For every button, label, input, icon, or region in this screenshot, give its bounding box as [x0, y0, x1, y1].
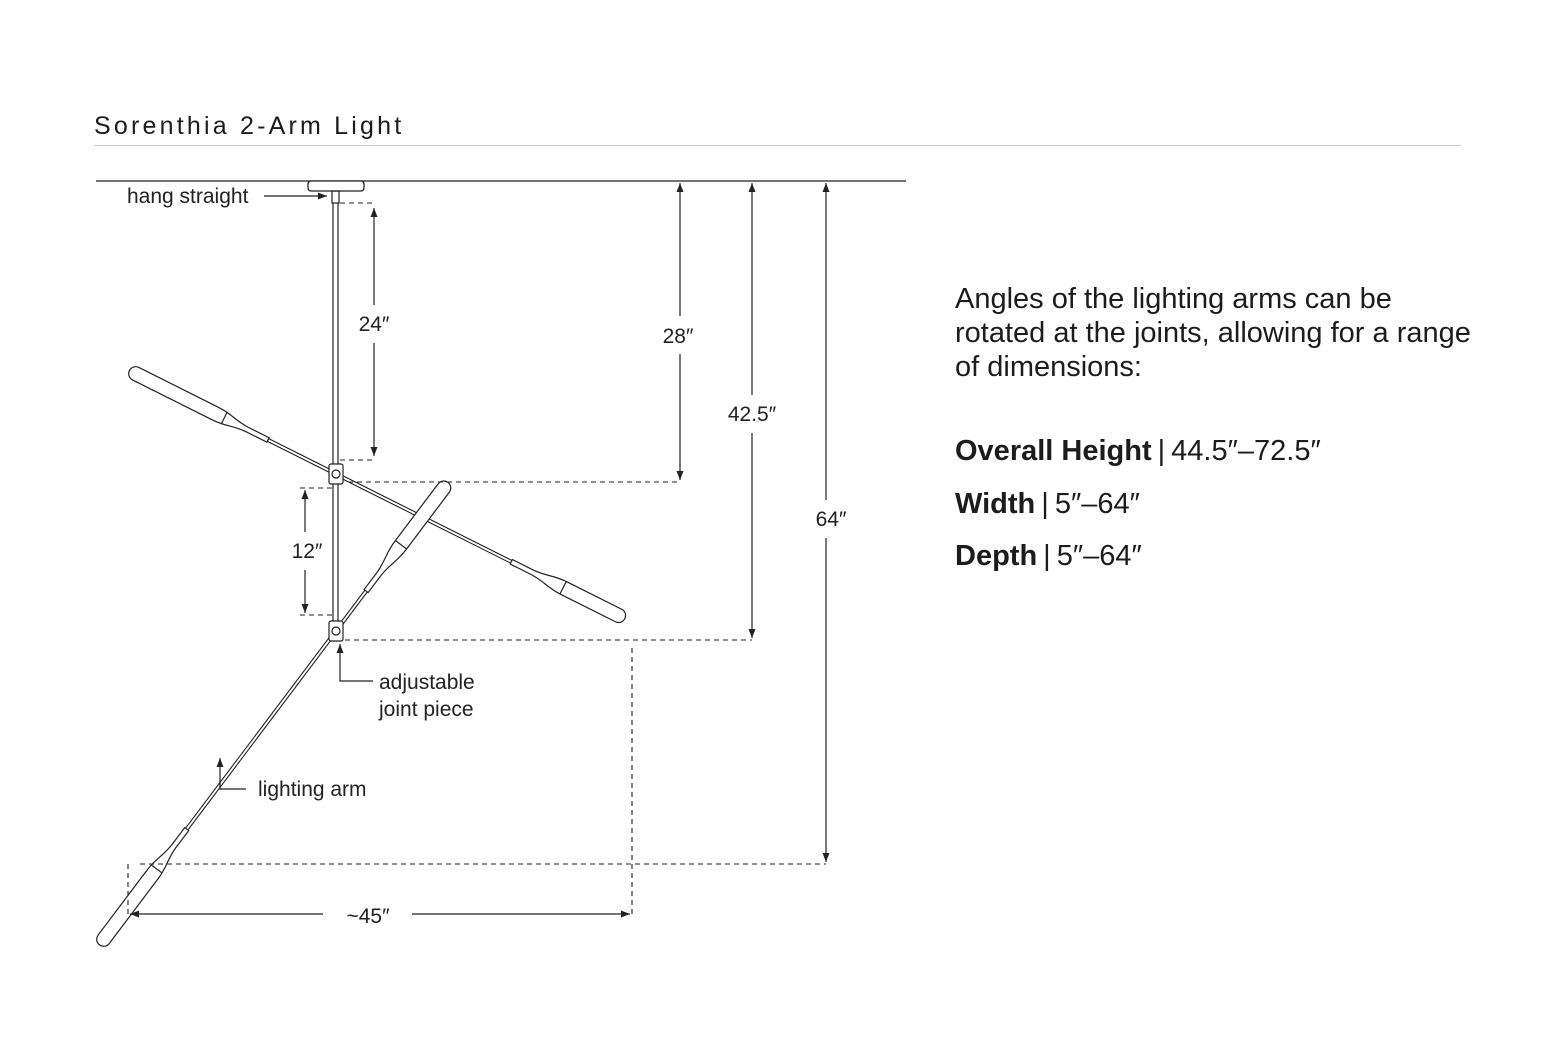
callout-joint-line1: adjustable	[379, 671, 475, 694]
spec-value: 5″–64″	[1056, 540, 1142, 572]
page-title: Sorenthia 2-Arm Light	[94, 112, 405, 140]
spec-depth: Depth|5″–64″	[955, 540, 1142, 573]
spec-separator: |	[1157, 435, 1166, 467]
dimension-24: 24″	[359, 313, 390, 336]
spec-separator: |	[1041, 488, 1049, 520]
dimension-lines	[130, 183, 830, 918]
callout-lighting-arm: lighting arm	[258, 778, 367, 801]
callout-leaders	[216, 192, 373, 790]
dimension-28: 28″	[663, 325, 694, 348]
ceiling-canopy	[307, 180, 365, 192]
callout-hang-straight: hang straight	[127, 185, 249, 208]
spec-separator: |	[1043, 540, 1051, 572]
spec-label: Depth	[955, 540, 1038, 572]
stem	[331, 190, 340, 622]
dimensions-description: Angles of the lighting arms can be rotat…	[955, 283, 1471, 383]
callout-joint-line2: joint piece	[378, 698, 474, 721]
spec-width: Width|5″–64″	[955, 488, 1140, 521]
lower-joint	[328, 620, 344, 642]
upper-lighting-arm	[128, 366, 627, 624]
spec-overall-height: Overall Height|44.5″–72.5″	[955, 435, 1321, 468]
lower-lighting-arm	[96, 480, 452, 947]
spec-value: 5″–64″	[1054, 488, 1140, 520]
upper-joint	[328, 463, 344, 485]
dimension-42-5: 42.5″	[728, 403, 777, 426]
dimension-12: 12″	[292, 540, 323, 563]
spec-label: Width	[955, 488, 1036, 520]
spec-label: Overall Height	[955, 435, 1152, 467]
reference-lines	[127, 202, 826, 914]
spec-value: 44.5″–72.5″	[1171, 435, 1321, 467]
dimension-64: 64″	[816, 508, 847, 531]
dimension-width-45: ~45″	[346, 905, 390, 928]
title-divider	[94, 145, 1461, 146]
